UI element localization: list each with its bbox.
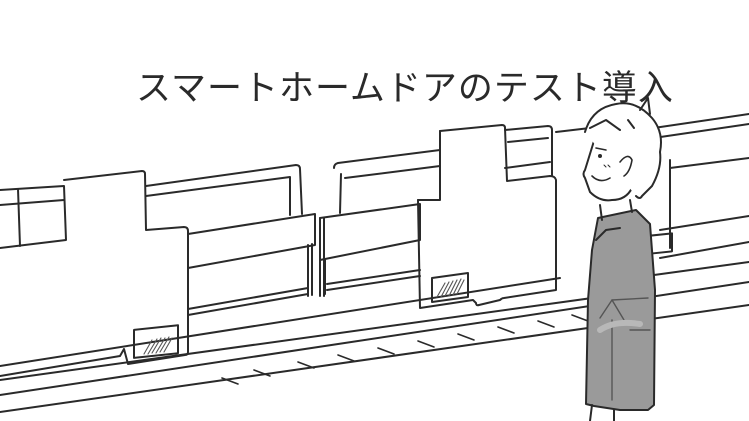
platform-door-middle: [319, 149, 441, 297]
illustration-title: スマートホームドアのテスト導入: [136, 69, 674, 109]
rail-lines: [0, 277, 651, 381]
platform-door-right: [417, 113, 749, 309]
platform-door-left: [0, 164, 316, 377]
man-figure: [582, 97, 662, 421]
